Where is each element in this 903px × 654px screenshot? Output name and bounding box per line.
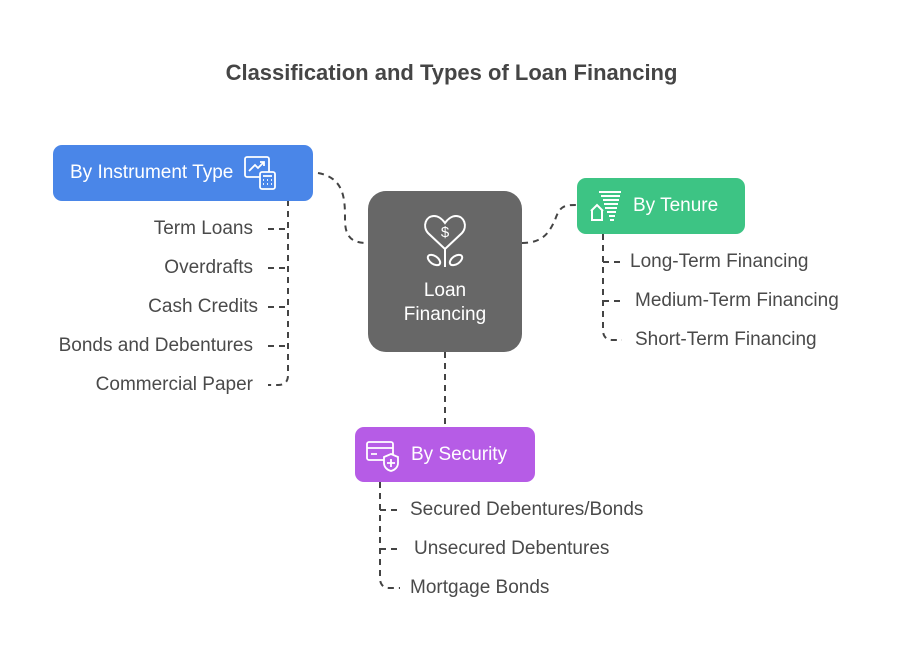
branch-label: By Security <box>411 443 508 465</box>
security-item-unsecured: Unsecured Debentures <box>414 538 610 559</box>
security-item-mortgage: Mortgage Bonds <box>410 577 550 598</box>
instrument-item-term-loans: Term Loans <box>153 218 253 239</box>
house-stack-icon <box>590 191 621 221</box>
tenure-item-medium-term: Medium-Term Financing <box>635 290 839 311</box>
branch-label: By Tenure <box>633 195 719 216</box>
chart-calculator-icon <box>244 156 277 190</box>
instrument-item-commercial-paper: Commercial Paper <box>95 374 253 395</box>
instrument-item-bonds-debentures: Bonds and Debentures <box>58 335 253 356</box>
instrument-item-cash-credits: Cash Credits <box>148 296 258 317</box>
instrument-item-overdrafts: Overdrafts <box>164 257 253 278</box>
security-spine <box>379 482 400 589</box>
center-label-line1: Loan <box>423 280 467 301</box>
branch-label: By Instrument Type <box>70 162 234 183</box>
card-shield-icon <box>366 440 399 472</box>
connector-center-instrument <box>317 172 369 244</box>
center-label-line2: Financing <box>403 304 487 325</box>
svg-text:$: $ <box>441 224 450 241</box>
branch-by-instrument-type: By Instrument Type <box>53 145 313 201</box>
branch-by-security: By Security <box>355 427 535 482</box>
branch-by-tenure: By Tenure <box>577 178 745 234</box>
tenure-item-short-term: Short-Term Financing <box>635 329 817 350</box>
tenure-spine <box>602 234 622 341</box>
instrument-spine <box>268 200 289 386</box>
connector-center-tenure <box>521 204 578 244</box>
security-item-secured: Secured Debentures/Bonds <box>410 499 644 520</box>
diagram-title: Classification and Types of Loan Financi… <box>225 60 678 85</box>
center-node-loan-financing: $ Loan Financing <box>368 191 522 352</box>
heart-dollar-plant-icon: $ <box>424 214 466 267</box>
tenure-item-long-term: Long-Term Financing <box>630 251 809 272</box>
